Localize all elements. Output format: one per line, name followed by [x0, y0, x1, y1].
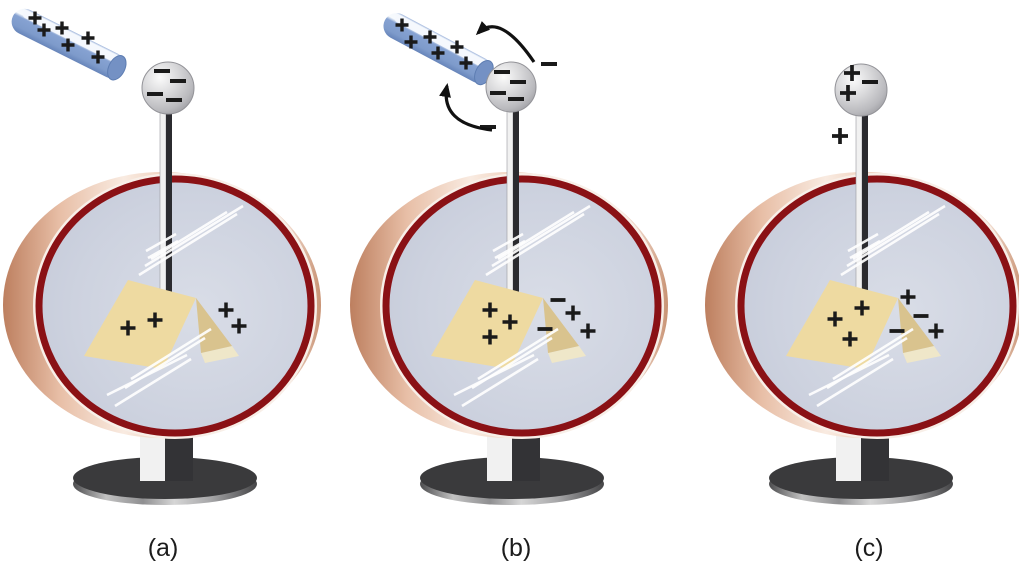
- plus-charge: [900, 289, 916, 305]
- support-post-highlight: [506, 86, 514, 299]
- support-post-highlight: [855, 89, 863, 299]
- glass-reflection: [461, 357, 539, 408]
- plus-charge: [431, 46, 445, 60]
- glass-reflection: [847, 232, 879, 253]
- glass-reflection: [485, 212, 585, 277]
- plus-charge: [120, 320, 136, 336]
- plus-charge: [423, 30, 437, 44]
- plus-charge: [482, 329, 498, 345]
- plus-charge: [840, 85, 856, 101]
- glass-reflection: [114, 357, 192, 408]
- glass-reflection: [816, 357, 894, 408]
- glass-reflection: [145, 232, 177, 253]
- gold-leaf-left: [84, 280, 196, 369]
- plus-charge: [81, 31, 95, 45]
- panel-label-c: (c): [854, 534, 883, 561]
- gold-leaf-underside: [548, 346, 586, 363]
- electroscope-panel-b: (b): [350, 13, 668, 561]
- glass-reflection: [147, 239, 179, 260]
- copper-inner-ring: [380, 173, 664, 439]
- plus-charge: [55, 21, 69, 35]
- glass-reflection: [832, 327, 914, 381]
- glass-reflection: [840, 212, 940, 277]
- plus-charge: [147, 312, 163, 328]
- plus-charge: [231, 318, 247, 334]
- plus-charge: [395, 18, 409, 32]
- plus-charge: [928, 323, 944, 339]
- plus-charge: [580, 323, 596, 339]
- gold-leaf-underside: [903, 346, 941, 363]
- glass-reflection: [453, 353, 535, 397]
- plus-charge: [842, 331, 858, 347]
- plus-charge: [844, 65, 860, 81]
- panel-label-a: (a): [148, 534, 179, 561]
- support-post: [513, 87, 519, 298]
- rod-end-cap: [107, 55, 127, 81]
- plus-charge: [832, 128, 848, 144]
- gold-leaf-left: [786, 280, 898, 369]
- plus-charge: [565, 305, 581, 321]
- plus-charge: [218, 302, 234, 318]
- glass-reflection: [492, 232, 524, 253]
- support-post: [862, 90, 868, 298]
- plus-charge: [404, 35, 418, 49]
- glass-reflection: [497, 210, 575, 261]
- electroscope-panel-c: (c): [705, 63, 1019, 561]
- panel-label-b: (b): [501, 534, 532, 561]
- plus-charge: [450, 40, 464, 54]
- metal-sphere: [834, 63, 888, 117]
- plus-charge: [91, 50, 105, 64]
- support-post-highlight: [159, 87, 167, 299]
- metal-sphere: [485, 61, 537, 113]
- electron-flow-arrow: [439, 83, 493, 132]
- glass-reflection: [494, 239, 526, 260]
- electron-flow-arrow: [475, 21, 536, 63]
- glass-reflection: [477, 327, 559, 381]
- copper-inner-ring: [33, 173, 317, 439]
- gold-leaf-underside: [201, 346, 239, 363]
- support-post: [166, 88, 172, 298]
- copper-inner-ring: [735, 173, 1019, 439]
- glass-reflection: [849, 239, 881, 260]
- plus-charge: [502, 314, 518, 330]
- glass-reflection: [846, 204, 946, 268]
- electroscope-panel-a: (a): [3, 8, 321, 561]
- glass-reflection: [144, 204, 244, 268]
- glass-reflection: [852, 210, 930, 261]
- glass-reflection: [150, 210, 228, 261]
- glass-reflection: [106, 353, 188, 397]
- glass-reflection: [130, 327, 212, 381]
- plus-charge: [854, 300, 870, 316]
- glass-reflection: [808, 353, 890, 397]
- plus-charge: [28, 11, 42, 25]
- plus-charge: [459, 56, 473, 70]
- plus-charge: [827, 311, 843, 327]
- glass-reflection: [491, 204, 591, 268]
- plus-charge: [482, 302, 498, 318]
- plus-charge: [37, 23, 51, 37]
- glass-reflection: [138, 212, 238, 277]
- plus-charge: [61, 38, 75, 52]
- gold-leaf-left: [431, 280, 543, 369]
